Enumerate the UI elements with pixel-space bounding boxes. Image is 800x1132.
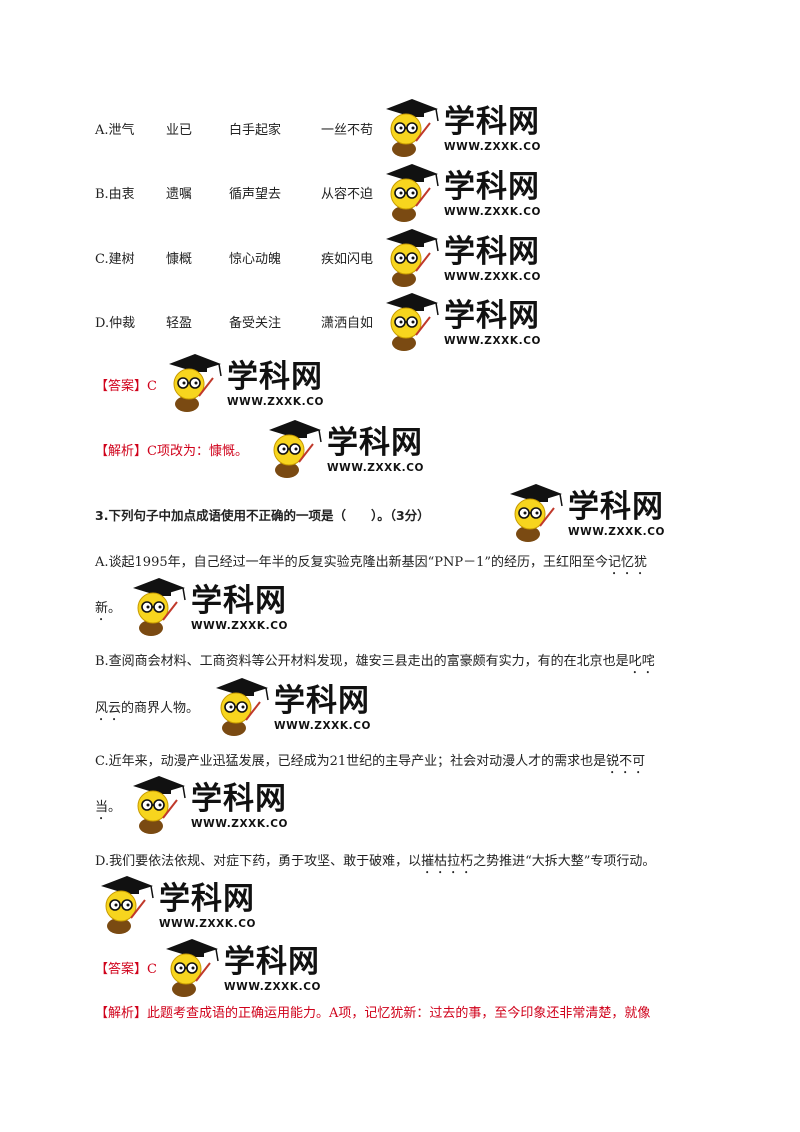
watermark-logo: [132, 775, 287, 834]
watermark-logo: [215, 677, 370, 736]
option-row-a: A.泄气 业已 白手起家 一丝不苟: [95, 119, 395, 139]
watermark-logo: [165, 938, 320, 997]
option-c-word-3: 惊心动魄: [229, 252, 282, 267]
option-row-d: D.仲裁 轻盈 备受关注 潇洒自如: [95, 312, 395, 332]
option-a-word-1: A.泄气: [95, 123, 135, 138]
option-d-text: D.我们要依法依规、对症下药，勇于攻坚、敢于破难，以: [95, 854, 422, 869]
option-b-end: 的商界人物。: [121, 701, 200, 716]
q3-option-c-line2: 当。: [95, 796, 121, 823]
option-c-word-4: 疾如闪电: [321, 252, 374, 267]
option-c-text: C.近年来，动漫产业迅猛发展，已经成为21世纪的主导产业；社会对动漫人才的需求也…: [95, 754, 607, 769]
option-a-idiom-part2: 新: [95, 601, 109, 616]
option-d-word-2: 轻盈: [166, 316, 193, 331]
watermark-logo: [385, 228, 540, 287]
option-b-idiom-part2: 风云: [95, 701, 122, 716]
option-b-word-1: B.由衷: [95, 187, 135, 202]
answer-value: C: [147, 962, 157, 977]
watermark-logo: [132, 577, 287, 636]
option-d-idiom: 摧枯拉朽: [421, 854, 474, 869]
watermark-logo: [385, 292, 540, 351]
answer-tag: 【答案】: [95, 962, 148, 977]
q3-option-a-line1: A.谈起1995年，自己经过一年半的反复实验克隆出新基因“PNP－1”的经历，王…: [95, 551, 647, 578]
q3-analysis: 【解析】此题考查成语的正确运用能力。A项，记忆犹新：过去的事，至今印象还非常清楚…: [95, 1002, 650, 1021]
option-b-idiom-part1: 叱咤: [628, 654, 655, 669]
q3-option-b-line2: 风云的商界人物。: [95, 697, 199, 724]
option-c-word-1: C.建树: [95, 252, 135, 267]
q2-analysis: 【解析】C项改为：慷慨。: [95, 440, 248, 459]
watermark-logo: [268, 419, 423, 478]
option-b-text: B.查阅商会材料、工商资料等公开材料发现，雄安三县走出的富豪颇有实力，有的在北京…: [95, 654, 629, 669]
option-a-text: A.谈起1995年，自己经过一年半的反复实验克隆出新基因“PNP－1”的经历，王…: [95, 555, 609, 570]
analysis-tag: 【解析】: [95, 1006, 148, 1021]
q3-answer: 【答案】C: [95, 958, 157, 977]
option-b-word-4: 从容不迫: [321, 187, 374, 202]
analysis-text: 此题考查成语的正确运用能力。A项，记忆犹新：过去的事，至今印象还非常清楚，就像: [147, 1006, 651, 1021]
option-d-end: 之势推进“大拆大整”专项行动。: [473, 854, 656, 869]
question-3-title: 3.下列句子中加点成语使用不正确的一项是（ ）。（3分）: [95, 508, 430, 523]
option-a-word-3: 白手起家: [229, 123, 282, 138]
answer-tag: 【答案】: [95, 379, 148, 394]
q3-option-a-line2: 新。: [95, 597, 121, 624]
watermark-logo: [385, 98, 540, 157]
analysis-tag: 【解析】: [95, 444, 148, 459]
option-c-idiom-part2: 当: [95, 800, 109, 815]
q3-option-d: D.我们要依法依规、对症下药，勇于攻坚、敢于破难，以摧枯拉朽之势推进“大拆大整”…: [95, 850, 655, 877]
q3-option-c-line1: C.近年来，动漫产业迅猛发展，已经成为21世纪的主导产业；社会对动漫人才的需求也…: [95, 750, 645, 777]
option-a-word-4: 一丝不苟: [321, 123, 374, 138]
option-a-idiom-part1: 记忆犹: [608, 555, 648, 570]
option-c-word-2: 慷概: [166, 252, 193, 267]
watermark-logo: [385, 163, 540, 222]
analysis-text: C项改为：慷慨。: [147, 444, 248, 459]
option-d-word-1: D.仲裁: [95, 316, 136, 331]
q2-answer: 【答案】C: [95, 375, 157, 394]
option-d-word-3: 备受关注: [229, 316, 282, 331]
q3-option-b-line1: B.查阅商会材料、工商资料等公开材料发现，雄安三县走出的富豪颇有实力，有的在北京…: [95, 650, 655, 677]
option-c-end: 。: [108, 800, 122, 815]
option-row-c: C.建树 慷概 惊心动魄 疾如闪电: [95, 248, 395, 268]
option-a-end: 。: [108, 601, 122, 616]
option-b-word-3: 循声望去: [229, 187, 282, 202]
watermark-logo: [509, 483, 664, 542]
answer-value: C: [147, 379, 157, 394]
option-row-b: B.由衷 遗嘱 循声望去 从容不迫: [95, 183, 395, 203]
option-a-word-2: 业已: [166, 123, 193, 138]
watermark-logo: [100, 875, 255, 934]
option-b-word-2: 遗嘱: [166, 187, 193, 202]
option-d-word-4: 潇洒自如: [321, 316, 374, 331]
watermark-logo: [168, 353, 323, 412]
option-c-idiom-part1: 锐不可: [606, 754, 646, 769]
